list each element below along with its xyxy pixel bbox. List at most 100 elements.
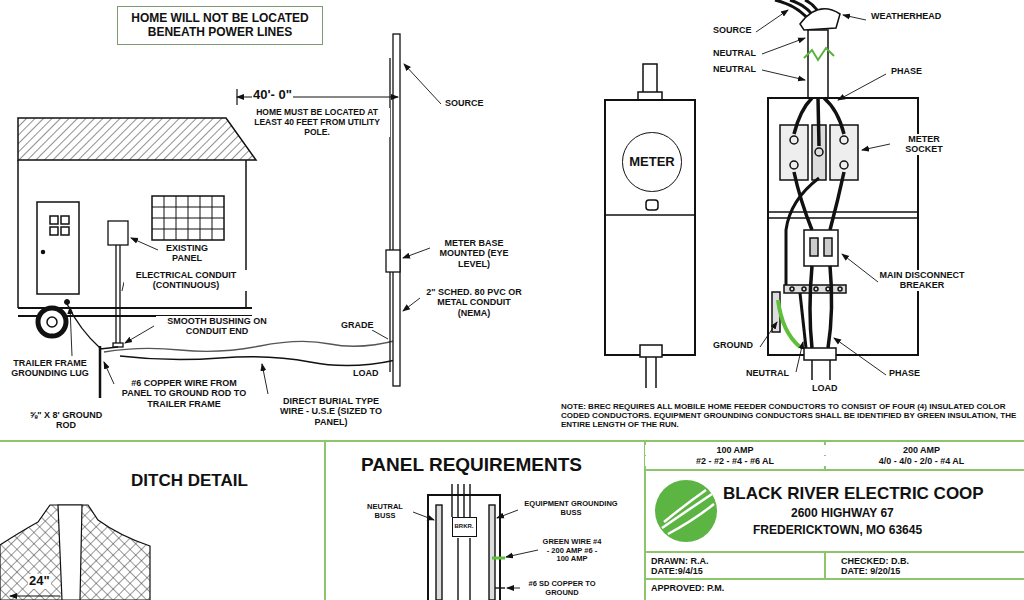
callout-label: GRADE: [340, 320, 375, 330]
callout-label: METER SOCKET: [892, 134, 956, 155]
meter-enclosure-inside: [810, 238, 818, 256]
meter-enclosure-inside: [818, 98, 819, 146]
existing-panel-and-conduit: [115, 245, 116, 343]
leader-lines: [403, 248, 430, 258]
table-cell: 4/0 - 4/0 - 2/0 - #4 AL: [822, 456, 1021, 466]
grounding: [99, 346, 102, 398]
callout-label: NEUTRAL: [745, 368, 790, 378]
section-dividers: [0, 441, 1024, 600]
callout-label: GREEN WIRE #4 - 200 AMP #6 - 100 AMP: [540, 538, 604, 564]
leader-lines: [125, 326, 154, 343]
leader-lines: [838, 74, 886, 100]
panel-requirements: [458, 538, 470, 600]
utility-pole: [386, 34, 400, 386]
leader-lines: [413, 510, 538, 588]
callout-label: WEATHERHEAD: [870, 11, 942, 21]
house: [50, 216, 58, 224]
meter-enclosure-inside: [790, 136, 798, 144]
meter-enclosure-inside: [804, 48, 834, 60]
note-text: NOTE: BREC REQUIRES ALL MOBILE HOME FEED…: [560, 402, 1020, 430]
meter-enclosure-inside: [840, 136, 848, 144]
grade-and-load-lines: [120, 356, 396, 366]
callout-label: SMOOTH BUSHING ON CONDUIT END: [156, 316, 278, 337]
leader-lines: [834, 338, 886, 375]
table-cell: #2 - #2 - #4 - #6 AL: [645, 456, 825, 466]
meter-enclosure-inside: [814, 287, 818, 291]
grade-and-load-lines: [104, 340, 398, 352]
table-cell: 200 AMP: [822, 445, 1021, 455]
house: [152, 196, 224, 240]
meter-enclosure-inside: [802, 287, 806, 291]
meter-enclosure-inside: [790, 161, 798, 169]
section-dividers: [645, 551, 1024, 553]
panel-requirements: [436, 505, 442, 600]
meter-enclosure-inside: [838, 287, 842, 291]
meter-enclosure-front: [638, 92, 662, 100]
leader-lines: [760, 322, 777, 347]
section-heading: PANEL REQUIREMENTS: [360, 454, 583, 476]
trailer-frame: [38, 308, 66, 336]
meter-enclosure-inside: [784, 285, 846, 293]
trailer-frame: [47, 317, 57, 327]
dimension-label: 40'- 0": [252, 88, 293, 103]
house: [152, 196, 224, 240]
leader-lines: [842, 254, 878, 282]
coop-logo: [662, 490, 714, 534]
section-dividers: [645, 469, 1024, 471]
meter-dial: METER: [622, 132, 682, 192]
callout-label: ELECTRICAL CONDUIT (CONTINUOUS): [124, 270, 248, 291]
meter-enclosure-front: [646, 200, 658, 210]
ditch-detail: [10, 595, 60, 596]
ditch-detail: [0, 505, 150, 600]
section-heading: DITCH DETAIL: [130, 471, 249, 491]
meter-enclosure-inside: [804, 348, 836, 360]
meter-enclosure-front: [655, 357, 657, 388]
panel-requirements: [489, 505, 495, 600]
dimension-label: 24": [28, 574, 51, 589]
heading-box: HOME WILL NOT BE LOCATED BENEATH POWER L…: [117, 6, 323, 45]
section-dividers: [824, 552, 826, 579]
callout-label: LOAD: [352, 368, 380, 378]
meter-enclosure-front: [605, 214, 695, 216]
callout-label: EQUIPMENT GROUNDING BUSS: [520, 500, 622, 517]
leader-lines: [796, 342, 803, 372]
coop-logo: [655, 480, 717, 542]
house: [37, 202, 79, 294]
callout-label: NEUTRAL BUSS: [358, 503, 412, 520]
callout-label: #6 SD COPPER TO GROUND: [522, 580, 602, 597]
meter-enclosure-inside: [778, 300, 800, 347]
house: [17, 160, 19, 308]
dimension-line: [236, 89, 237, 105]
meter-enclosure-inside: [828, 266, 832, 348]
breaker-box: BRKR.: [452, 517, 477, 537]
leader-lines: [507, 588, 520, 589]
leader-lines: [262, 364, 268, 394]
leader-lines: [404, 64, 441, 104]
utility-pole: [386, 250, 400, 272]
callout-label: DIRECT BURIAL TYPE WIRE - U.S.E (SIZED T…: [270, 396, 392, 427]
leader-lines: [403, 298, 420, 311]
ditch-detail: [58, 505, 82, 600]
callout-label: TRAILER FRAME GROUNDING LUG: [2, 358, 98, 379]
leader-lines: [372, 330, 388, 339]
callout-label: MAIN DISCONNECT BREAKER: [878, 270, 966, 291]
house: [61, 227, 69, 235]
company-address: 2600 HIGHWAY 67: [790, 507, 895, 521]
title-block-field: DRAWN: R.A.: [650, 556, 710, 566]
leader-lines: [131, 238, 158, 250]
title-block-field: DATE:9/4/15: [650, 566, 704, 576]
house: [42, 251, 45, 254]
panel-requirements: [492, 557, 505, 560]
existing-panel-and-conduit: [119, 245, 120, 343]
note-label: HOME MUST BE LOCATED AT LEAST 40 FEET FR…: [244, 108, 390, 137]
box-label: BRKR.: [455, 523, 474, 530]
panel-requirements: [495, 587, 505, 588]
meter-enclosure-inside: [815, 148, 823, 156]
callout-label: GROUND: [712, 340, 754, 350]
callout-label: PHASE: [890, 66, 923, 76]
utility-pole: [393, 34, 400, 386]
callout-label: NEUTRAL: [712, 48, 757, 58]
dimension-line: [237, 89, 398, 105]
meter-enclosure-inside: [800, 293, 806, 348]
section-dividers: [0, 440, 1024, 442]
